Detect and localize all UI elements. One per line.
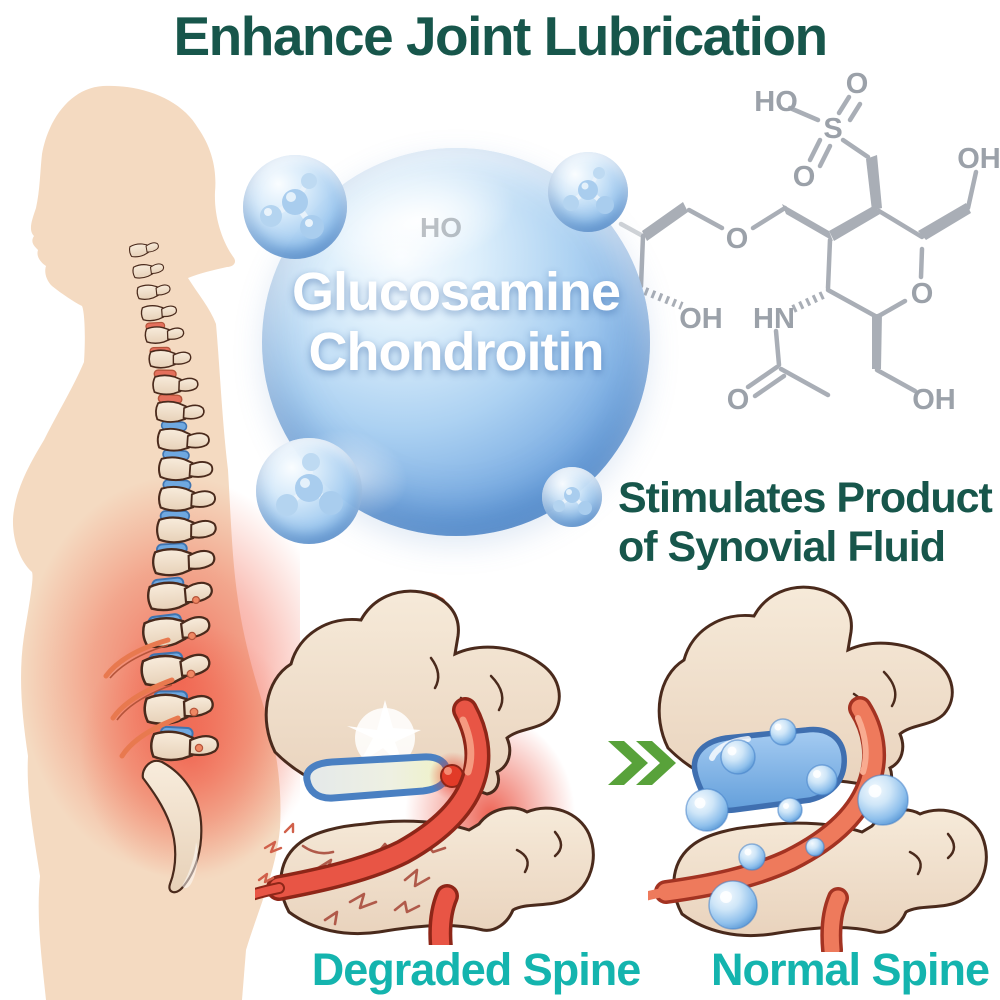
degraded-disc	[303, 752, 477, 802]
normal-spine-label: Normal Spine	[710, 944, 990, 995]
synovial-bubbles	[685, 718, 909, 930]
degraded-spine-label: Degraded Spine	[311, 944, 642, 995]
sacrum	[141, 759, 203, 894]
chemical-structure-diagram: HO S O O OH O O OH HN O OH	[618, 68, 1000, 416]
callout-line-2: of Synovial Fluid	[618, 523, 946, 571]
molecule-bubble-icon	[548, 152, 628, 232]
atom-label-o-top: O	[846, 68, 869, 100]
atom-label-o-acetyl: O	[727, 384, 750, 416]
healthy-nerve	[648, 696, 887, 952]
atom-label-s: S	[823, 113, 842, 145]
normal-spine-illustration	[648, 585, 988, 952]
atom-label-oh-right: OH	[957, 143, 1000, 175]
body-spine-illustration	[13, 85, 300, 1000]
atom-label-o-ring: O	[911, 278, 934, 310]
page-title: Enhance Joint Lubrication	[173, 5, 828, 67]
bubble-caption: Glucosamine Chondroitin	[262, 262, 650, 382]
transition-arrow-icon	[608, 741, 676, 785]
sacrum-highlight	[182, 842, 198, 889]
spine-illustration	[103, 240, 220, 894]
atom-label-oh-bottom: OH	[912, 384, 956, 416]
faint-ho-label: HO	[420, 212, 462, 243]
molecule-bubble-icon	[243, 155, 347, 259]
molecule-bubble-icon	[542, 467, 602, 527]
atom-label-o-left: O	[793, 161, 816, 193]
molecule-bubble-icon	[256, 438, 362, 544]
atom-label-oh-side: OH	[679, 303, 723, 335]
pain-zigzag-icon	[257, 822, 295, 884]
bubble-line-1: Glucosamine	[291, 262, 621, 322]
atom-label-ho: HO	[754, 86, 798, 118]
degraded-spine-illustration	[255, 589, 595, 945]
atom-label-o-ether: O	[726, 223, 749, 255]
wear-flash	[347, 700, 421, 770]
atom-label-hn: HN	[753, 303, 795, 335]
synovial-callout: Stimulates Product of Synovial Fluid	[618, 474, 1000, 572]
callout-line-1: Stimulates Product	[618, 474, 993, 522]
bubble-line-2: Chondroitin	[308, 322, 605, 382]
pinched-nerve	[255, 697, 491, 945]
